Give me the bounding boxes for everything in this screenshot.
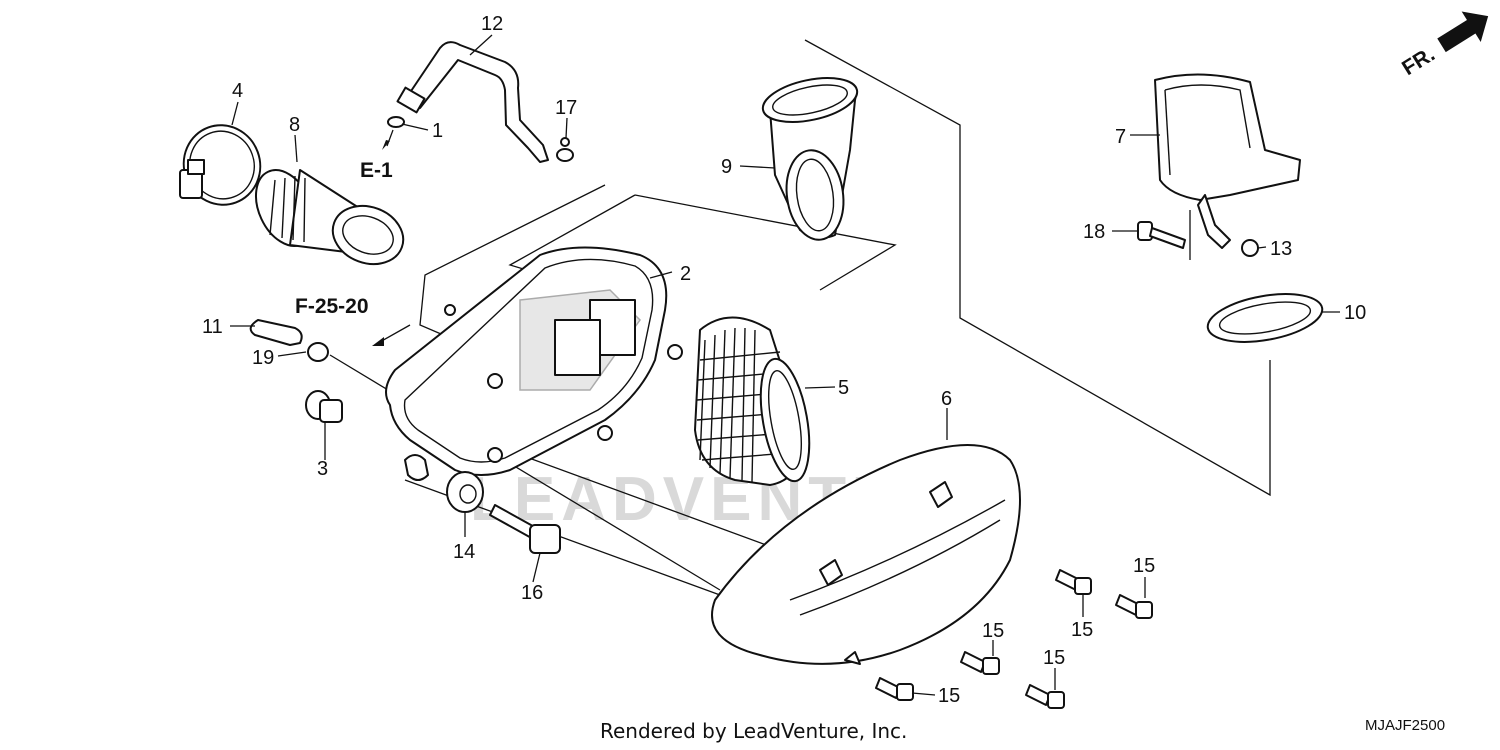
callout-4[interactable]: 4 [232,80,243,102]
screw-part-15-a[interactable] [1055,569,1092,595]
callout-15-d[interactable]: 15 [1043,647,1065,669]
clamp-band-part-4[interactable] [173,114,272,215]
screw-part-15-d[interactable] [1025,684,1065,709]
air-cleaner-housing-part-2[interactable] [385,246,683,481]
clip-part-1[interactable] [387,116,405,128]
grommet-part-3[interactable] [305,390,343,423]
breather-tube-part-12[interactable] [396,41,549,163]
drain-pipe-part-11[interactable] [249,319,303,346]
nut-part-13[interactable] [1241,239,1259,257]
front-arrow-icon [1437,11,1489,53]
reference-f-25-20[interactable]: F-25-20 [295,295,369,318]
bolt-part-18[interactable] [1137,221,1186,249]
callout-7[interactable]: 7 [1115,126,1126,148]
footer-credit: Rendered by LeadVenture, Inc. [600,719,907,743]
callout-17[interactable]: 17 [555,97,577,119]
callout-8[interactable]: 8 [289,114,300,136]
clip-part-17[interactable] [556,137,574,162]
clip-part-19[interactable] [307,342,329,362]
callout-18[interactable]: 18 [1083,221,1105,243]
intake-snorkel-part-7[interactable] [1154,73,1301,249]
callout-12[interactable]: 12 [481,13,503,35]
air-cleaner-cover-part-6[interactable] [711,444,1021,665]
callout-1[interactable]: 1 [432,120,443,142]
callout-2[interactable]: 2 [680,263,691,285]
callout-19[interactable]: 19 [252,347,274,369]
screw-part-15-b[interactable] [1115,594,1153,619]
bolt-part-16[interactable] [489,504,561,554]
callout-11[interactable]: 11 [202,316,223,338]
direction-label: FR. [1398,43,1439,80]
front-direction-indicator: FR. [1398,11,1489,80]
callout-10[interactable]: 10 [1344,302,1366,324]
screw-part-15-c[interactable] [960,651,1000,675]
callout-labels: 1 2 3 4 5 6 7 8 9 10 11 12 13 14 15 15 1… [202,13,1366,707]
callout-15-a[interactable]: 15 [1133,555,1155,577]
callout-6[interactable]: 6 [941,388,952,410]
callout-16[interactable]: 16 [521,582,543,604]
callout-14[interactable]: 14 [453,541,475,563]
callout-5[interactable]: 5 [838,377,849,399]
air-filter-part-5[interactable] [694,316,817,486]
screw-part-15-e[interactable] [875,677,914,701]
leader-lines [230,34,1340,696]
callout-3[interactable]: 3 [317,458,328,480]
reference-e1[interactable]: E-1 [360,159,393,182]
grommet-part-14[interactable] [446,471,484,513]
reference-arrows [372,129,411,346]
connecting-tube-part-8[interactable] [245,161,412,274]
seal-ring-part-10[interactable] [1204,286,1326,349]
callout-15-c[interactable]: 15 [982,620,1004,642]
diagram-code: MJAJF2500 [1365,717,1445,734]
callout-15-e[interactable]: 15 [938,685,960,707]
callout-9[interactable]: 9 [721,156,732,178]
callout-15-b[interactable]: 15 [1071,619,1093,641]
intake-duct-part-9[interactable] [759,70,861,243]
callout-13[interactable]: 13 [1270,238,1292,260]
